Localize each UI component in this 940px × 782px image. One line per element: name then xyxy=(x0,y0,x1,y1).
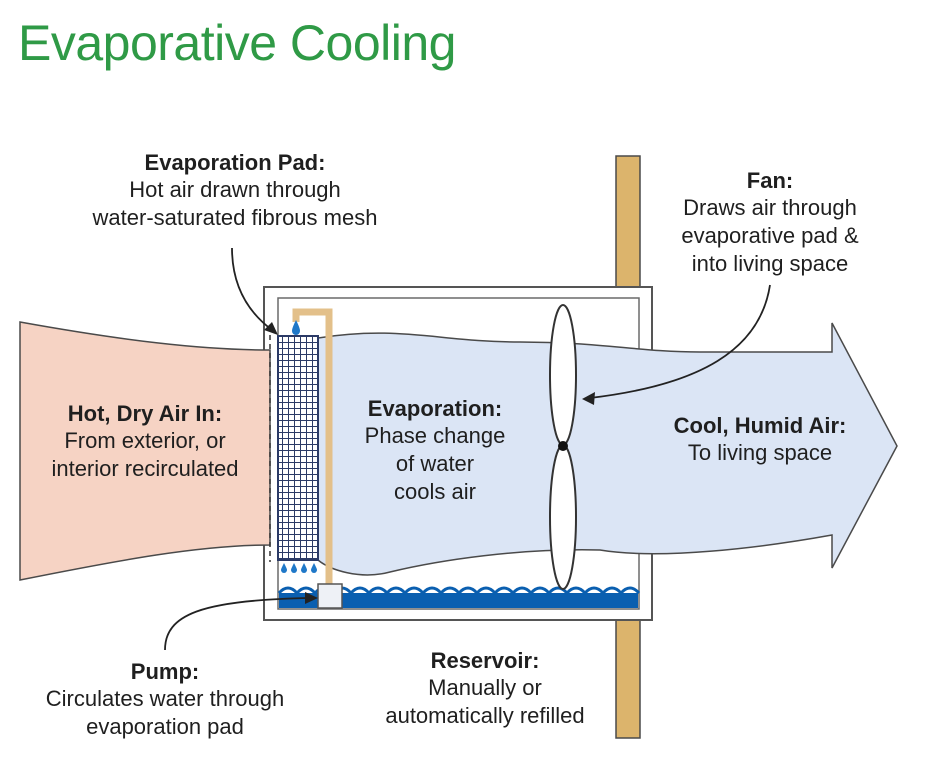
label-line: interior recirculated xyxy=(51,456,239,481)
label-line: Phase change xyxy=(364,423,506,448)
label-pump: Pump: Circulates water through evaporati… xyxy=(10,659,320,741)
label-heading: Reservoir: xyxy=(430,648,540,673)
label-heading: Fan: xyxy=(746,168,794,193)
evaporation-pad xyxy=(277,335,319,561)
water-drops-row xyxy=(281,563,317,573)
label-cool-humid-air: Cool, Humid Air: To living space xyxy=(645,413,875,467)
cool-air-stream xyxy=(317,322,898,576)
label-heading: Evaporation: xyxy=(367,396,503,421)
pad-leader-arrow xyxy=(231,247,273,331)
leader-arrows xyxy=(164,247,771,651)
label-hot-air-in: Hot, Dry Air In: From exterior, or inter… xyxy=(20,401,270,483)
water-drop-icon xyxy=(292,320,300,335)
wall-bottom xyxy=(615,619,641,739)
label-line: Circulates water through xyxy=(45,686,285,711)
label-heading: Pump: xyxy=(130,659,200,684)
label-line: of water xyxy=(395,451,475,476)
label-line: From exterior, or xyxy=(64,428,226,453)
label-line: automatically refilled xyxy=(385,703,585,728)
label-reservoir: Reservoir: Manually or automatically ref… xyxy=(370,648,600,730)
label-heading: Hot, Dry Air In: xyxy=(67,401,223,426)
label-line: water-saturated fibrous mesh xyxy=(92,205,378,230)
pump-icon xyxy=(317,583,343,609)
label-line: into living space xyxy=(691,251,849,276)
reservoir-water xyxy=(279,593,638,608)
label-fan: Fan: Draws air through evaporative pad &… xyxy=(650,168,890,278)
label-line: To living space xyxy=(687,440,833,465)
page-title: Evaporative Cooling xyxy=(18,15,457,71)
leader-arrowheads xyxy=(264,322,595,604)
label-line: Draws air through xyxy=(683,195,857,220)
label-line: cools air xyxy=(394,479,476,504)
fan-leader-arrow xyxy=(589,284,771,399)
label-line: evaporative pad & xyxy=(681,223,859,248)
label-heading: Evaporation Pad: xyxy=(144,150,326,175)
fan-icon xyxy=(549,304,577,590)
water-supply-pipe xyxy=(292,308,333,592)
label-line: Hot air drawn through xyxy=(129,177,341,202)
pump-leader-arrow xyxy=(164,597,311,651)
label-evaporation: Evaporation: Phase change of water cools… xyxy=(335,396,535,506)
label-evaporation-pad: Evaporation Pad: Hot air drawn through w… xyxy=(40,150,430,232)
label-heading: Cool, Humid Air: xyxy=(673,413,847,438)
label-line: evaporation pad xyxy=(86,714,244,739)
wall-top xyxy=(615,155,641,297)
label-line: Manually or xyxy=(428,675,542,700)
